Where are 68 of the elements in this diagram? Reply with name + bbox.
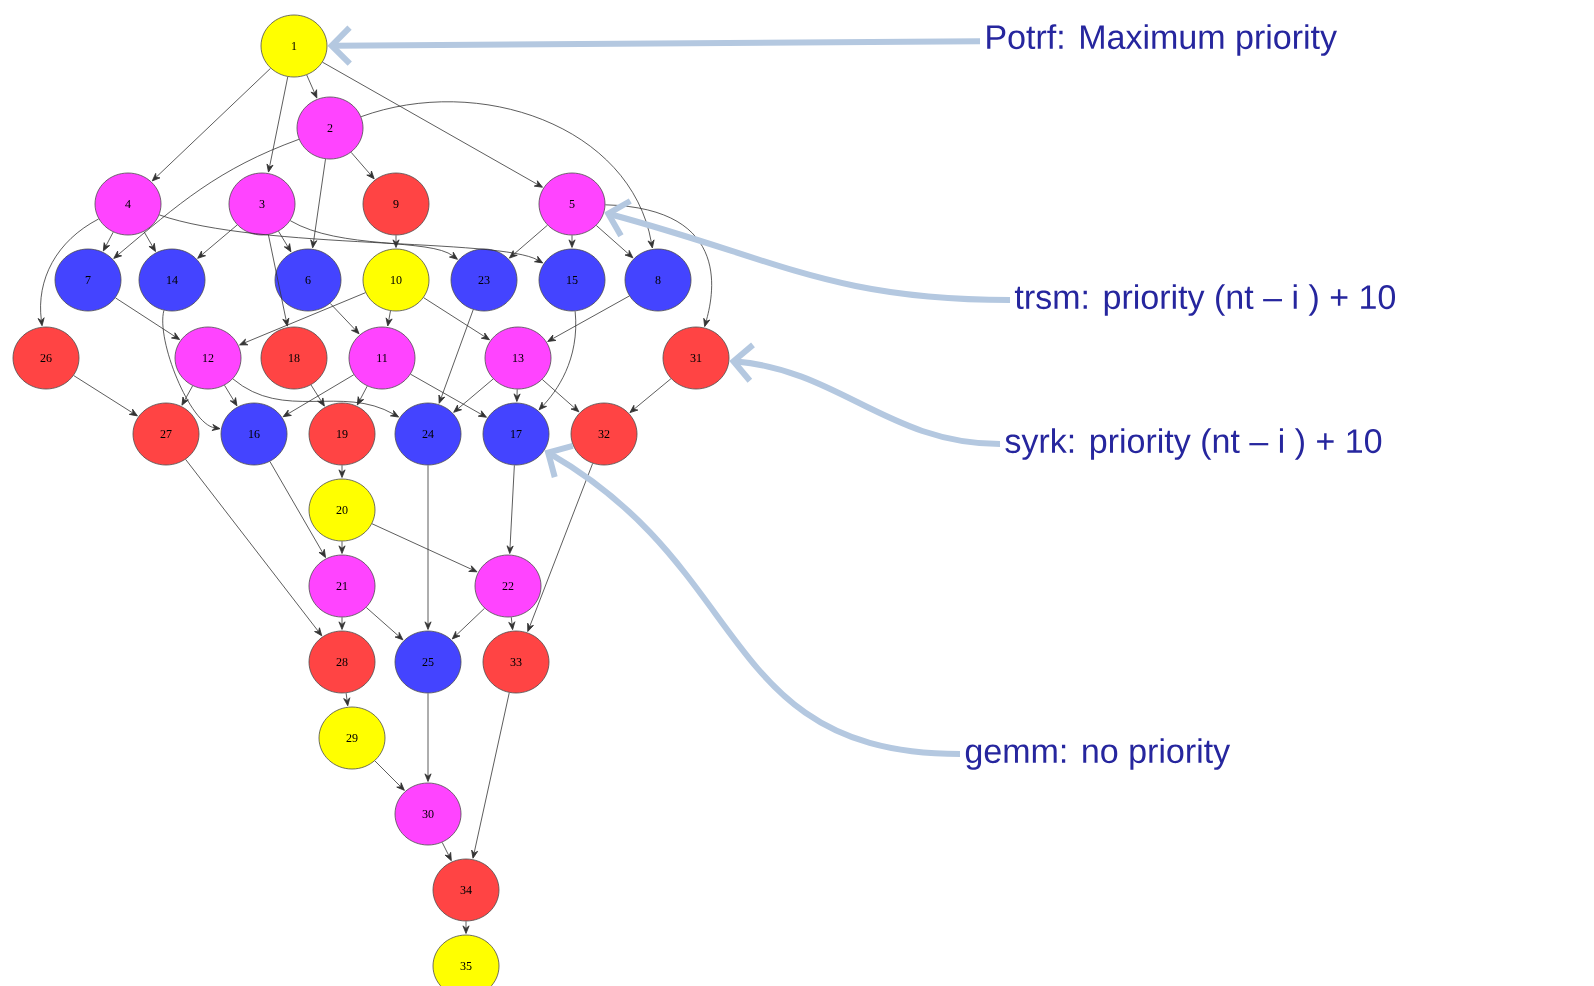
arrow [143, 231, 156, 252]
arrow [289, 220, 458, 260]
arrow [374, 760, 405, 791]
arrow [410, 373, 487, 418]
arrow [343, 692, 351, 707]
arrow [360, 101, 655, 249]
arrow [629, 378, 672, 413]
arrow [322, 61, 543, 188]
arrow [392, 235, 400, 248]
callout-text: gemm: no priority [965, 738, 1231, 770]
arrow [232, 378, 399, 418]
arrow [471, 692, 510, 859]
arrow [544, 443, 961, 757]
callout-text: Potrf: Maximum priority [987, 24, 1337, 56]
arrow [306, 74, 318, 99]
arrow [278, 230, 292, 253]
arrow [185, 459, 323, 637]
arrow [423, 297, 490, 341]
callout-text: syrk: priority (nt – i ) + 10 [1005, 428, 1382, 460]
arrow [538, 310, 577, 411]
arrow [310, 158, 326, 249]
arrow [441, 842, 452, 862]
arrow [371, 523, 478, 573]
arrow [113, 138, 300, 259]
arrow [162, 310, 221, 431]
arrow [527, 463, 593, 632]
arrow [365, 607, 404, 641]
arrow [605, 204, 713, 327]
arrow [350, 151, 375, 180]
arrow [268, 234, 290, 327]
arrow [239, 292, 366, 346]
arrow [329, 303, 360, 335]
arrow [509, 224, 548, 259]
arrow [462, 921, 470, 934]
arrow [266, 76, 289, 173]
arrow [356, 385, 368, 406]
arrow [506, 464, 515, 554]
arrow [438, 309, 474, 404]
arrow [338, 617, 346, 630]
arrow [282, 374, 355, 418]
arrow [604, 198, 1011, 303]
arrow [338, 465, 346, 478]
arrow [508, 616, 516, 631]
arrow [547, 295, 630, 342]
arrow [158, 214, 544, 264]
arrow [451, 607, 485, 640]
arrow [729, 342, 1001, 447]
arrow [224, 384, 238, 407]
arrow [513, 389, 521, 402]
arrow [269, 461, 326, 558]
arrow [568, 235, 576, 248]
arrow [424, 465, 432, 630]
arrow [541, 379, 580, 413]
arrow [385, 310, 393, 327]
arrow [310, 384, 325, 407]
arrow [37, 218, 100, 327]
arrow [424, 693, 432, 782]
arrow [595, 225, 634, 259]
arrow [151, 67, 271, 182]
arrow [453, 378, 494, 413]
callout-text: trsm: priority (nt – i ) + 10 [1014, 284, 1396, 316]
arrow [327, 25, 981, 66]
arrow [197, 224, 238, 259]
arrow [115, 297, 181, 340]
arrow [73, 375, 138, 417]
arrow [338, 541, 346, 554]
arrow [102, 231, 114, 252]
arrow [181, 385, 193, 406]
